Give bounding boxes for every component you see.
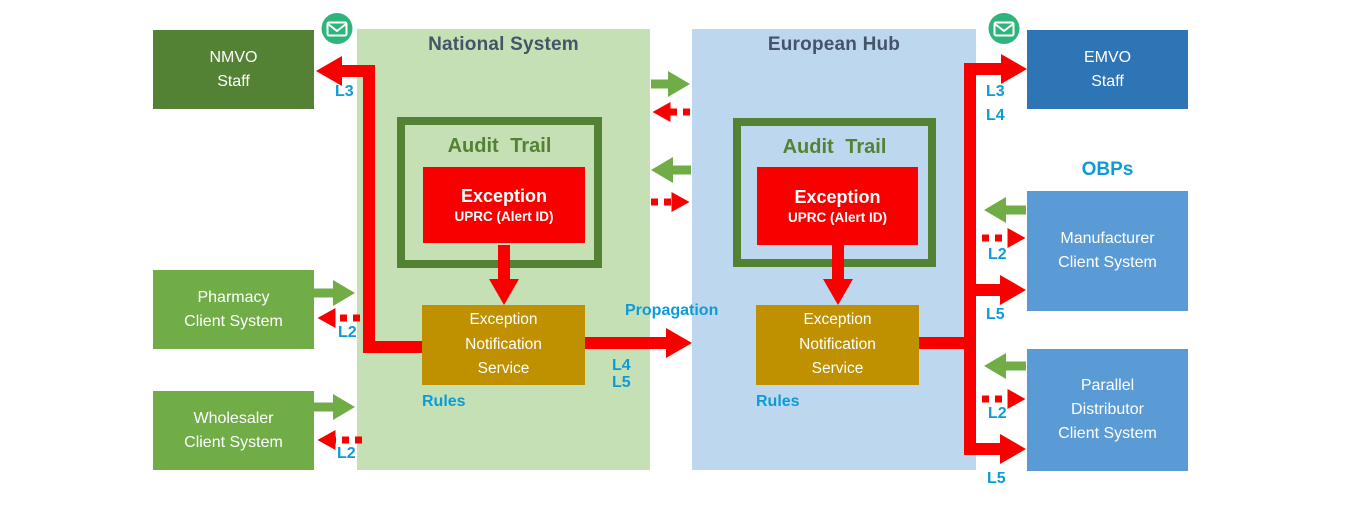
l2-label-pharmacy: L2 xyxy=(338,324,357,341)
emvo-staff-label: EMVO Staff xyxy=(1083,48,1132,90)
exception-notification-service-box-hub: Exception Notification Service xyxy=(756,305,919,385)
parallel-distributor-client-system-box: Parallel Distributor Client System xyxy=(1027,349,1188,471)
audit-trail-title-hub: Audit Trail xyxy=(782,136,887,158)
l4-label-right: L4 xyxy=(986,107,1005,124)
propagation-label: Propagation xyxy=(625,302,719,319)
emvo-staff-box: EMVO Staff xyxy=(1027,30,1188,109)
national-system-title: National System xyxy=(428,34,579,55)
l2-label-wholesaler: L2 xyxy=(337,445,356,462)
exception-notification-service-label-national: Exception Notification Service xyxy=(465,310,542,378)
l3-label-left: L3 xyxy=(335,83,354,100)
l5-label-parallel: L5 xyxy=(987,470,1006,487)
l5-label-propagation: L5 xyxy=(612,374,631,391)
wholesaler-client-system-box: Wholesaler Client System xyxy=(153,391,314,470)
parallel-distributor-client-system-label: Parallel Distributor Client System xyxy=(1058,377,1157,442)
exception-notification-service-label-hub: Exception Notification Service xyxy=(799,310,876,378)
email-icon xyxy=(988,13,1020,44)
exception-box-national: Exception UPRC (Alert ID) xyxy=(423,167,585,243)
exception-id-national: UPRC (Alert ID) xyxy=(454,209,554,225)
l3-label-right: L3 xyxy=(986,83,1005,100)
rules-label-national: Rules xyxy=(422,393,466,410)
obps-label: OBPs xyxy=(1081,159,1134,180)
l5-label-manufacturer: L5 xyxy=(986,306,1005,323)
audit-trail-title-national: Audit Trail xyxy=(447,135,552,157)
l4-label-propagation: L4 xyxy=(612,357,631,374)
manufacturer-client-system-box: Manufacturer Client System xyxy=(1027,191,1188,311)
nmvo-staff-label: NMVO Staff xyxy=(209,48,258,90)
wholesaler-client-system-label: Wholesaler Client System xyxy=(184,409,283,451)
pharmacy-client-system-label: Pharmacy Client System xyxy=(184,288,283,330)
nmvo-staff-box: NMVO Staff xyxy=(153,30,314,109)
rules-label-hub: Rules xyxy=(756,393,800,410)
email-icon xyxy=(321,13,353,44)
exception-box-hub: Exception UPRC (Alert ID) xyxy=(757,167,918,245)
pharmacy-client-system-box: Pharmacy Client System xyxy=(153,270,314,349)
exception-title-hub: Exception xyxy=(794,187,881,208)
manufacturer-client-system-label: Manufacturer Client System xyxy=(1058,230,1157,271)
l2-label-parallel: L2 xyxy=(988,405,1007,422)
exception-notification-service-box-national: Exception Notification Service xyxy=(422,305,585,385)
exception-id-hub: UPRC (Alert ID) xyxy=(787,210,887,226)
l2-label-manufacturer: L2 xyxy=(988,246,1007,263)
european-hub-title: European Hub xyxy=(767,34,901,55)
exception-title-national: Exception xyxy=(460,186,548,207)
